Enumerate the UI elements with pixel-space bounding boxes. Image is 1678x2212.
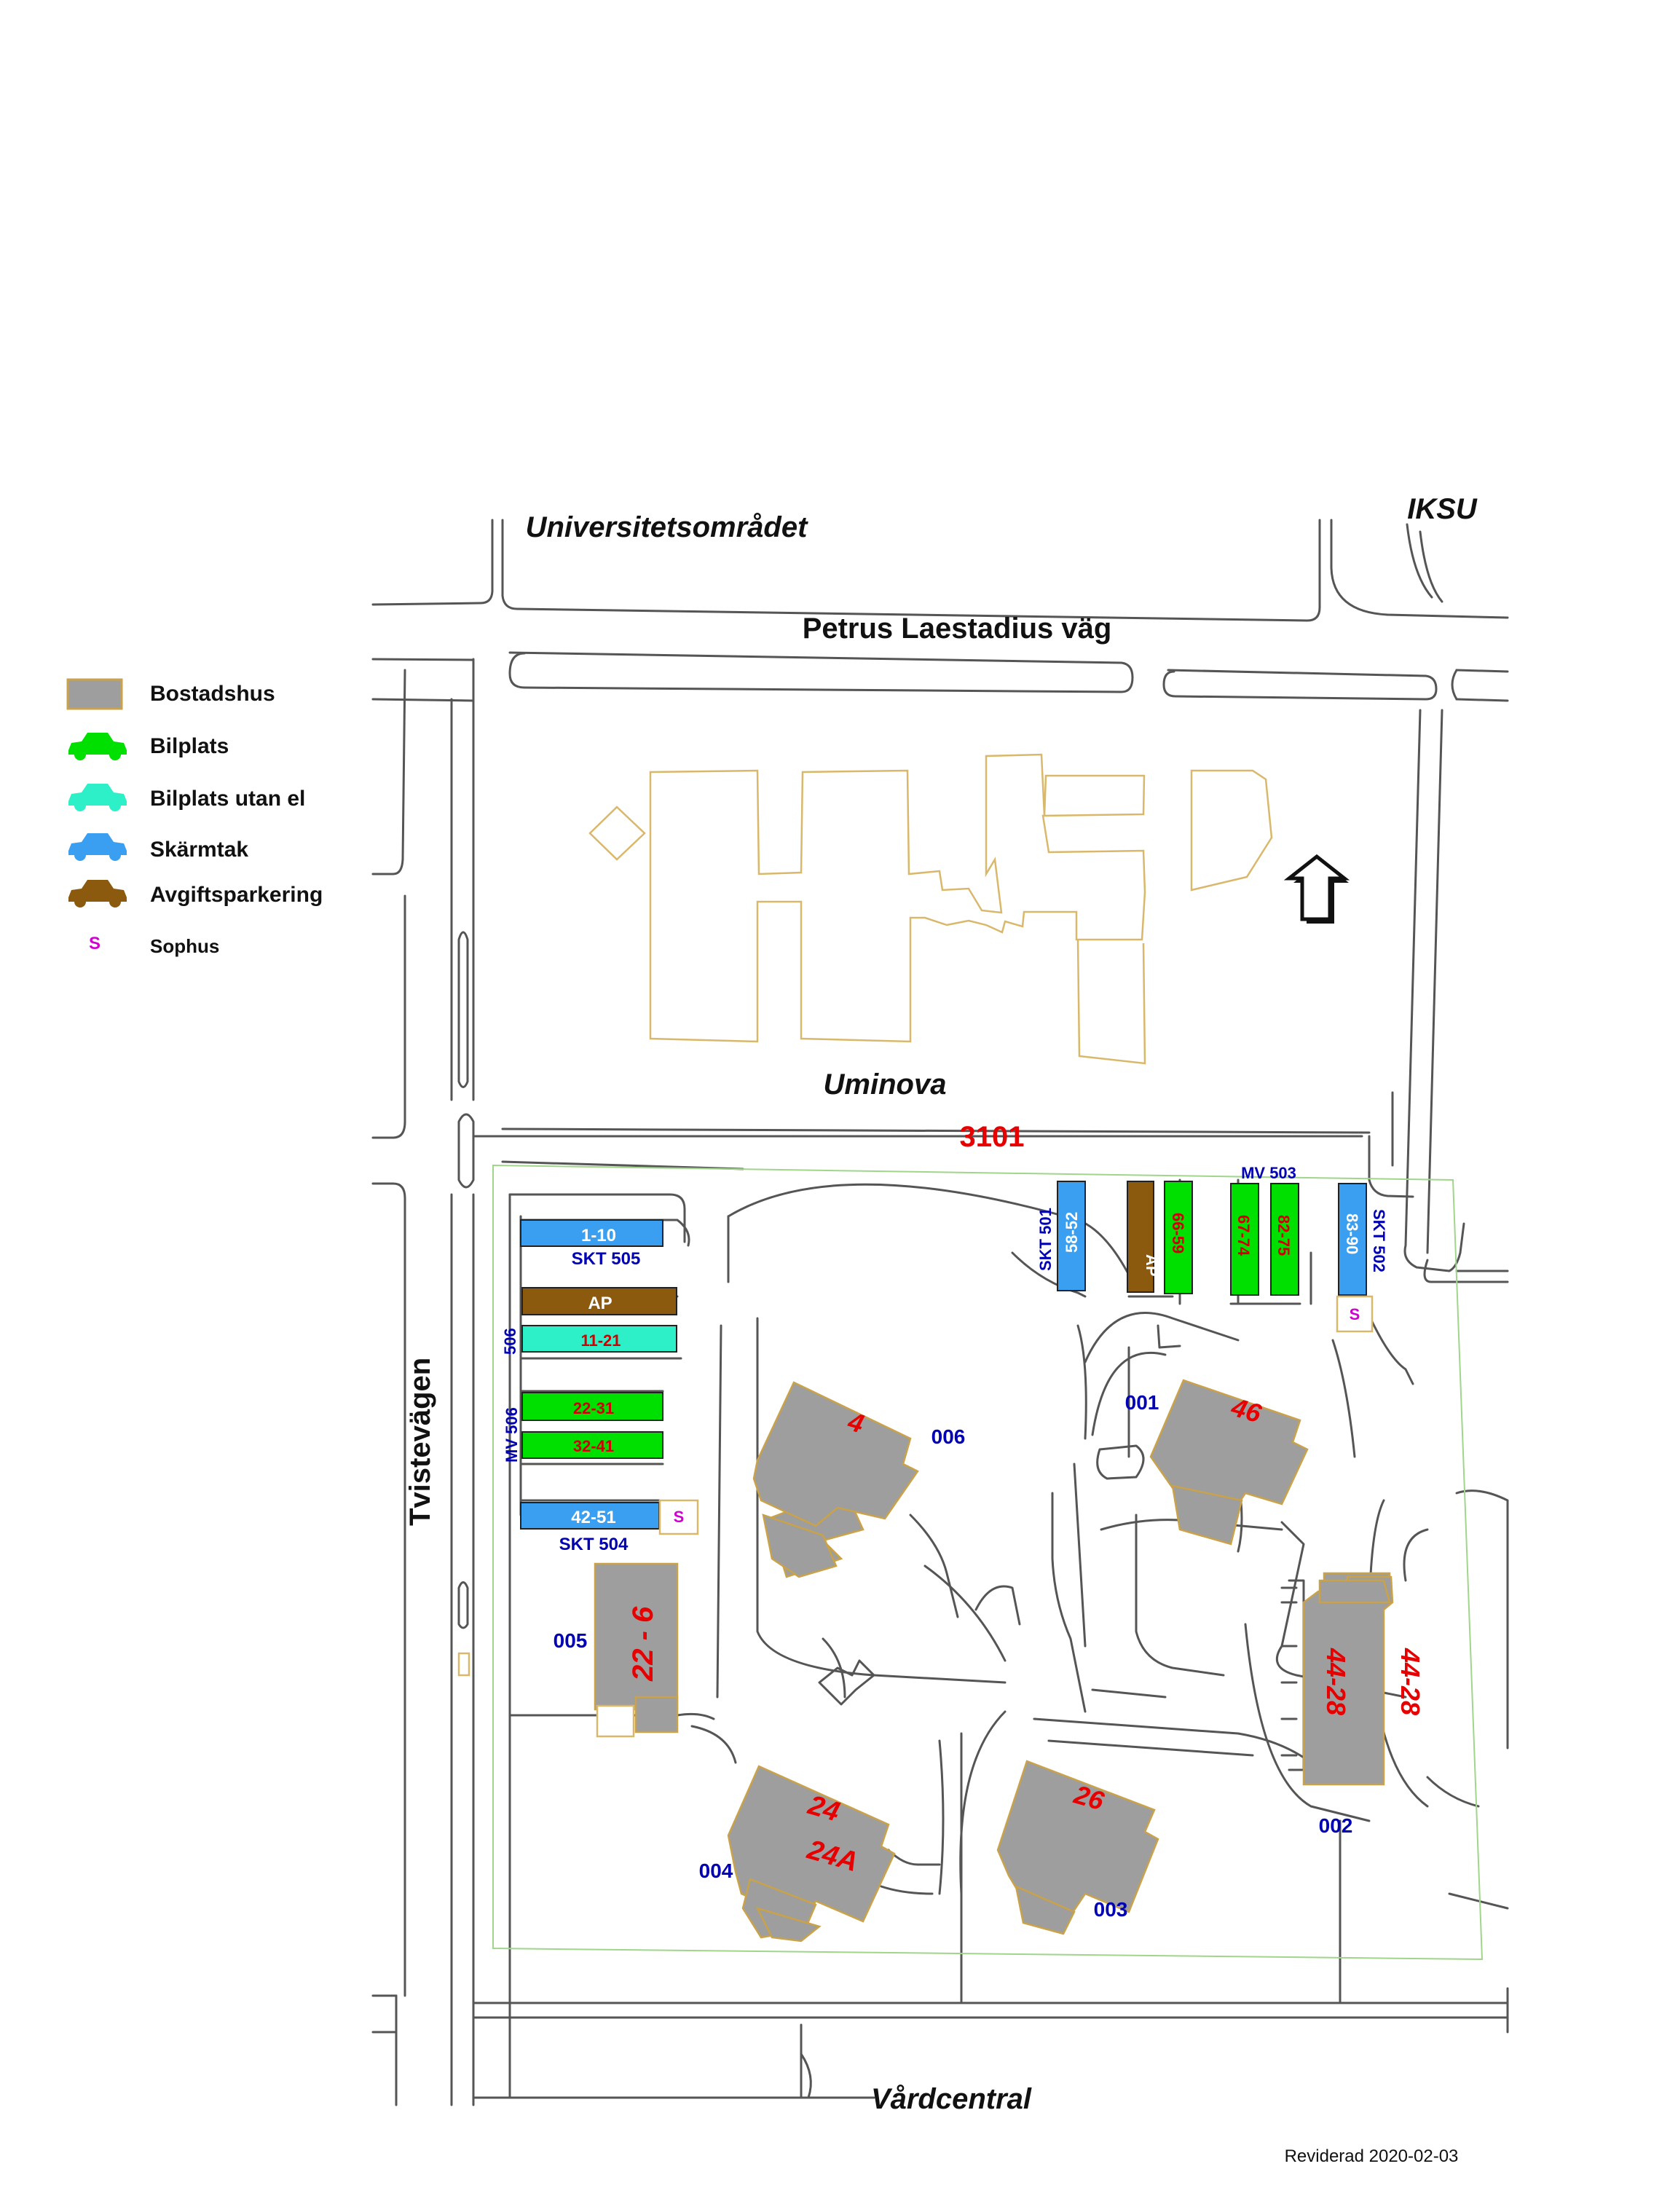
building-codes: 001 002 003 004 005 006	[554, 1391, 1353, 1921]
legend-item-sophus: S Sophus	[66, 934, 371, 977]
skt502-label: SKT 502	[1370, 1209, 1388, 1272]
legend-label: Bostadshus	[150, 682, 275, 706]
car-icon	[68, 784, 127, 811]
parking-ap-left	[521, 1287, 677, 1315]
building-22-6	[594, 1562, 679, 1738]
sophus-right	[1336, 1295, 1374, 1333]
mv503-label: MV 503	[1241, 1164, 1296, 1182]
code-label: 006	[931, 1425, 966, 1448]
place-uminova: Uminova	[824, 1068, 947, 1101]
parking-label: 32-41	[573, 1437, 614, 1455]
uminova-outline	[588, 753, 1273, 1065]
place-names: Universitetsområdet IKSU Petrus Laestadi…	[404, 493, 1478, 2166]
place-vardcentral: Vårdcentral	[871, 2083, 1032, 2115]
place-petrus-laestadius-vag: Petrus Laestadius väg	[803, 613, 1112, 645]
building-icon	[66, 678, 123, 710]
parking-83-90	[1338, 1183, 1367, 1296]
sophus-symbol: S	[1350, 1305, 1360, 1323]
parking-label: 58-52	[1063, 1212, 1081, 1253]
area-id: 3101	[960, 1121, 1025, 1153]
building-number: 22 - 6	[627, 1606, 659, 1682]
car-icon	[68, 733, 127, 760]
parking-58-52	[1057, 1181, 1086, 1291]
parking-label: 1-10	[581, 1226, 616, 1245]
car-icon	[68, 833, 127, 861]
code-label: 005	[554, 1629, 588, 1652]
legend-label: Avgiftsparkering	[150, 883, 323, 907]
legend-item-bilplats: Bilplats	[66, 728, 371, 772]
parking-label: 67-74	[1234, 1215, 1253, 1256]
legend-item-avgiftsparkering: Avgiftsparkering	[66, 875, 371, 919]
sophus-symbol: S	[89, 934, 101, 953]
parking-areas: 1-10 SKT 505 AP 11-21 506 22-31 32-41 MV…	[501, 1164, 1388, 1554]
legend-label: Bilplats	[150, 734, 229, 758]
place-tvistevagen: Tvistevägen	[404, 1358, 436, 1526]
building-4	[752, 1381, 919, 1578]
legend-label: Bilplats utan el	[150, 787, 306, 811]
building-number: 44-28	[1395, 1648, 1425, 1715]
legend-label: Sophus	[150, 935, 220, 957]
revised-date: Reviderad 2020-02-03	[1285, 2146, 1459, 2166]
parking-label: 66-59	[1169, 1213, 1187, 1253]
property-boundary	[492, 1164, 1484, 1961]
buildings	[594, 1379, 1394, 1943]
parking-label: 42-51	[571, 1508, 615, 1527]
legend-item-bostadshus: Bostadshus	[66, 677, 371, 721]
mv506-label: MV 506	[503, 1407, 521, 1463]
parking-66-59	[1164, 1181, 1193, 1294]
parking-67-74	[1230, 1183, 1259, 1296]
building-26	[996, 1760, 1159, 1935]
label-506: 506	[501, 1328, 519, 1355]
legend-item-skarmtak: Skärmtak	[66, 829, 371, 873]
parking-label: AP	[1143, 1254, 1161, 1277]
building-number: 44-28	[1321, 1648, 1351, 1715]
parking-22-31	[521, 1392, 663, 1421]
parking-11-21	[521, 1325, 677, 1353]
code-label: 001	[1125, 1391, 1159, 1414]
parking-1-10	[520, 1219, 663, 1247]
legend-label: Skärmtak	[150, 838, 249, 862]
sophus-symbol: S	[674, 1508, 685, 1526]
building-46	[1149, 1379, 1309, 1546]
parking-32-41	[521, 1431, 663, 1459]
building-24	[727, 1765, 896, 1943]
parking-label: 11-21	[580, 1331, 621, 1350]
sophus-left	[658, 1499, 699, 1535]
north-arrow-icon	[1283, 854, 1350, 924]
skt505-label: SKT 505	[572, 1249, 641, 1269]
legend-item-bilplats-utan-el: Bilplats utan el	[66, 779, 371, 823]
parking-ap-top	[1127, 1181, 1154, 1293]
place-iksu: IKSU	[1407, 493, 1478, 525]
parking-label: 83-90	[1343, 1213, 1361, 1254]
parking-label: 22-31	[573, 1399, 614, 1417]
parking-82-75	[1270, 1183, 1299, 1296]
code-label: 002	[1319, 1814, 1353, 1837]
place-universitetsomradet: Universitetsområdet	[526, 511, 808, 543]
building-44-28	[1302, 1572, 1394, 1786]
skt504-label: SKT 504	[559, 1535, 629, 1554]
code-label: 004	[699, 1859, 733, 1882]
car-icon	[68, 880, 127, 908]
parking-label: 82-75	[1275, 1215, 1293, 1256]
parking-label: AP	[588, 1294, 612, 1313]
code-label: 003	[1094, 1898, 1128, 1921]
skt501-label: SKT 501	[1036, 1208, 1055, 1271]
